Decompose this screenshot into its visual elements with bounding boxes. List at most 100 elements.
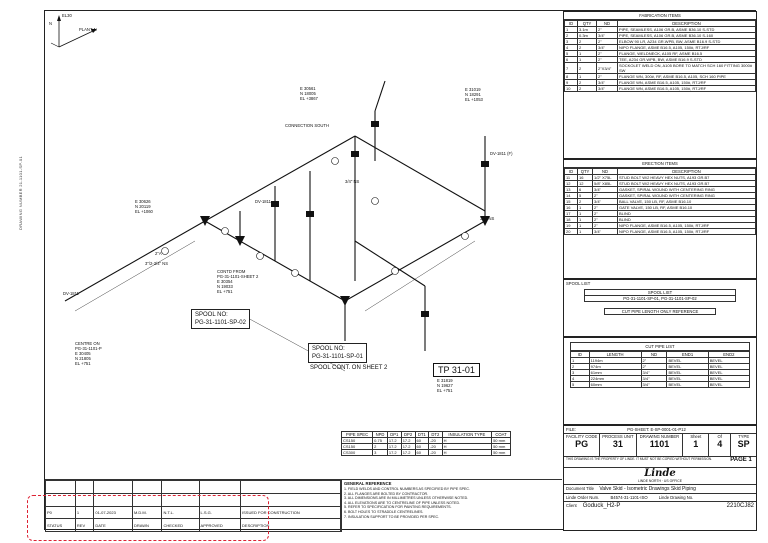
general-notes: GENERAL REFERENCE 1. FIELD WELDS AND CON… [341, 479, 562, 532]
table-cell: H [441, 449, 493, 456]
north-arrow: N EL30 PLANT N [49, 13, 104, 53]
coordinate-c: E 30626 N 20119 EL +1060 [135, 199, 153, 214]
facility-value: PG [575, 439, 589, 449]
table-cell: 7 [564, 62, 578, 74]
table-cell: 10 [564, 85, 578, 92]
spool-tag-1-value: PG-31-1101-SP-02 [195, 320, 246, 326]
linde-drawing-label: Linde Drawing No. [658, 495, 694, 500]
tie-point-coords: E 31819 N 19627 EL +751 [437, 378, 453, 393]
fabrication-title: FABRICATION ITEMS [564, 12, 756, 20]
table-cell [161, 480, 200, 494]
table-cell: BEVEL [666, 381, 709, 388]
spool-list-header: SPOOL LIST [585, 290, 735, 296]
drawing-cell: DRAWING NUMBER 1101 [637, 434, 684, 456]
table-cell: 2 [577, 85, 597, 92]
erection-title: ERECTION ITEMS [564, 160, 756, 168]
dim-34b-label: 3/4" NS [480, 216, 495, 221]
connection-south-label: CONNECTION SOUTH [285, 123, 329, 128]
table-cell: SOCKOLET WELD ON, A105 BORE TO MATCH SCH… [617, 62, 756, 74]
facility-cell: FACILITY CODE PG [564, 434, 601, 456]
type-label: TYPE [738, 434, 750, 439]
note-line: 4. ALL ELEVATIONS ARE TO CENTRELINE OF P… [344, 500, 461, 505]
table-cell: 17.2 [400, 449, 416, 456]
linde-order-value: B4574-31-1101-ISO [610, 495, 648, 500]
linde-order-label: Linde Order Num. [566, 495, 600, 500]
table-cell: CS300 [340, 449, 374, 456]
process-cell: PROCESS UNIT 31 [600, 434, 637, 456]
table-cell [198, 480, 242, 494]
column-header: DESCRIPTION [240, 518, 341, 532]
centerline-note-2: CONTD FROM PG-31-1101-SHEET 2 E 30354 N … [217, 269, 259, 294]
dv-tag-1: DV-1811 [63, 291, 79, 296]
table-cell: 2 [577, 62, 597, 74]
process-value: 31 [612, 439, 623, 449]
table-cell: 60mm [588, 381, 642, 388]
cut-pipe-title: CUT PIPE LIST [570, 342, 750, 351]
table-cell: -20 [428, 449, 443, 456]
file-path: FILE: PG-SHEET: E-SP-0001-01-P12 [564, 426, 756, 434]
spool-list-title: SPOOL LIST [566, 281, 591, 286]
table-cell: 50 mm [491, 449, 511, 456]
type-value: SP [737, 439, 750, 449]
client-row: Client Goduck_H2-P 2210CJ82 [564, 502, 756, 511]
column-header: DATE [93, 518, 133, 532]
table-cell: 5 [570, 381, 590, 388]
spool-tag-2-label: SPOOL NO: [312, 346, 345, 352]
table-cell: 60 [414, 449, 430, 456]
file-path-value: PG-SHEET: E-SP-0001-01-P12 [627, 427, 686, 432]
sidebar-drawing-note: DRAWING NUMBER 21-1101-SP-01 [18, 156, 23, 230]
dim-3-label: 3"/2-3/4" NS [145, 261, 168, 266]
spool-continuation: SPOOL CONT. ON SHEET 2 [310, 365, 388, 371]
document-title-row: Document Title Valve Skid - Isometric Dr… [564, 485, 756, 494]
column-header: APPROVED [198, 518, 242, 532]
drawing-label: DRAWING NUMBER [639, 434, 680, 439]
coordinate-a: E 30561 N 18005 EL +3867 [300, 86, 318, 101]
revision-empty-row [45, 480, 341, 494]
process-label: PROCESS UNIT [602, 434, 634, 439]
client-label: Client [566, 503, 577, 508]
table-cell [240, 480, 341, 494]
table-cell: 2"X3/4" [596, 62, 618, 74]
logo-area: Linde LINDE NORTH · US OFFICE [564, 468, 756, 485]
dim-34-label: 3/4" NS [345, 179, 360, 184]
table-cell [74, 480, 95, 494]
isometric-piping [64, 80, 490, 372]
table-cell: 3/4" [596, 85, 618, 92]
drawing-sheet: N EL30 PLANT N [27, 10, 757, 541]
dim-2-label: 2"A [155, 251, 162, 256]
sheet-cell: Sheet 1 [683, 434, 710, 456]
doc-title-label: Document Title [566, 486, 594, 491]
spool-tag-2: SPOOL NO: PG-31-1101-SP-01 [308, 343, 367, 363]
sheet-label: Sheet [690, 434, 702, 439]
of-label: Of [717, 434, 722, 439]
column-header: PIPE SPEC [340, 431, 374, 438]
of-cell: Of 4 [709, 434, 732, 456]
order-row: Linde Order Num. B4574-31-1101-ISO Linde… [564, 494, 756, 502]
table-cell: 3 [372, 449, 388, 456]
spool-list-value: PG-31-1101-SP-01, PG-31-1101-SP-02 [623, 296, 697, 301]
table-cell: BEVEL [707, 381, 751, 388]
table-cell: 20 [564, 228, 578, 235]
company-logo: Linde [644, 468, 676, 479]
table-cell [131, 480, 163, 494]
elevation-label: EL30 [62, 13, 72, 18]
centerline-note-1: CENTRE ON PG-31-1101-P E 30405 N 21805 E… [75, 341, 102, 366]
column-header: INSULATION TYPE [441, 431, 493, 438]
table-cell: 3/4" [640, 381, 668, 388]
general-notes-lines: 1. FIELD WELDS AND CONTROL NUMBERS AS SP… [342, 487, 562, 519]
